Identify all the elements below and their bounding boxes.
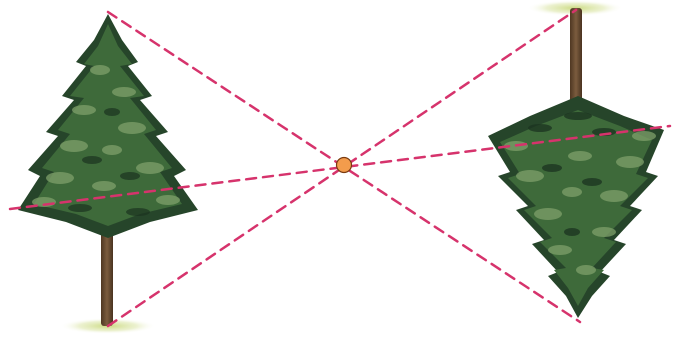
pinhole-point bbox=[337, 158, 352, 173]
inverted-trunk bbox=[570, 8, 582, 112]
inverted-tree bbox=[488, 0, 664, 318]
upright-tree bbox=[18, 14, 198, 334]
